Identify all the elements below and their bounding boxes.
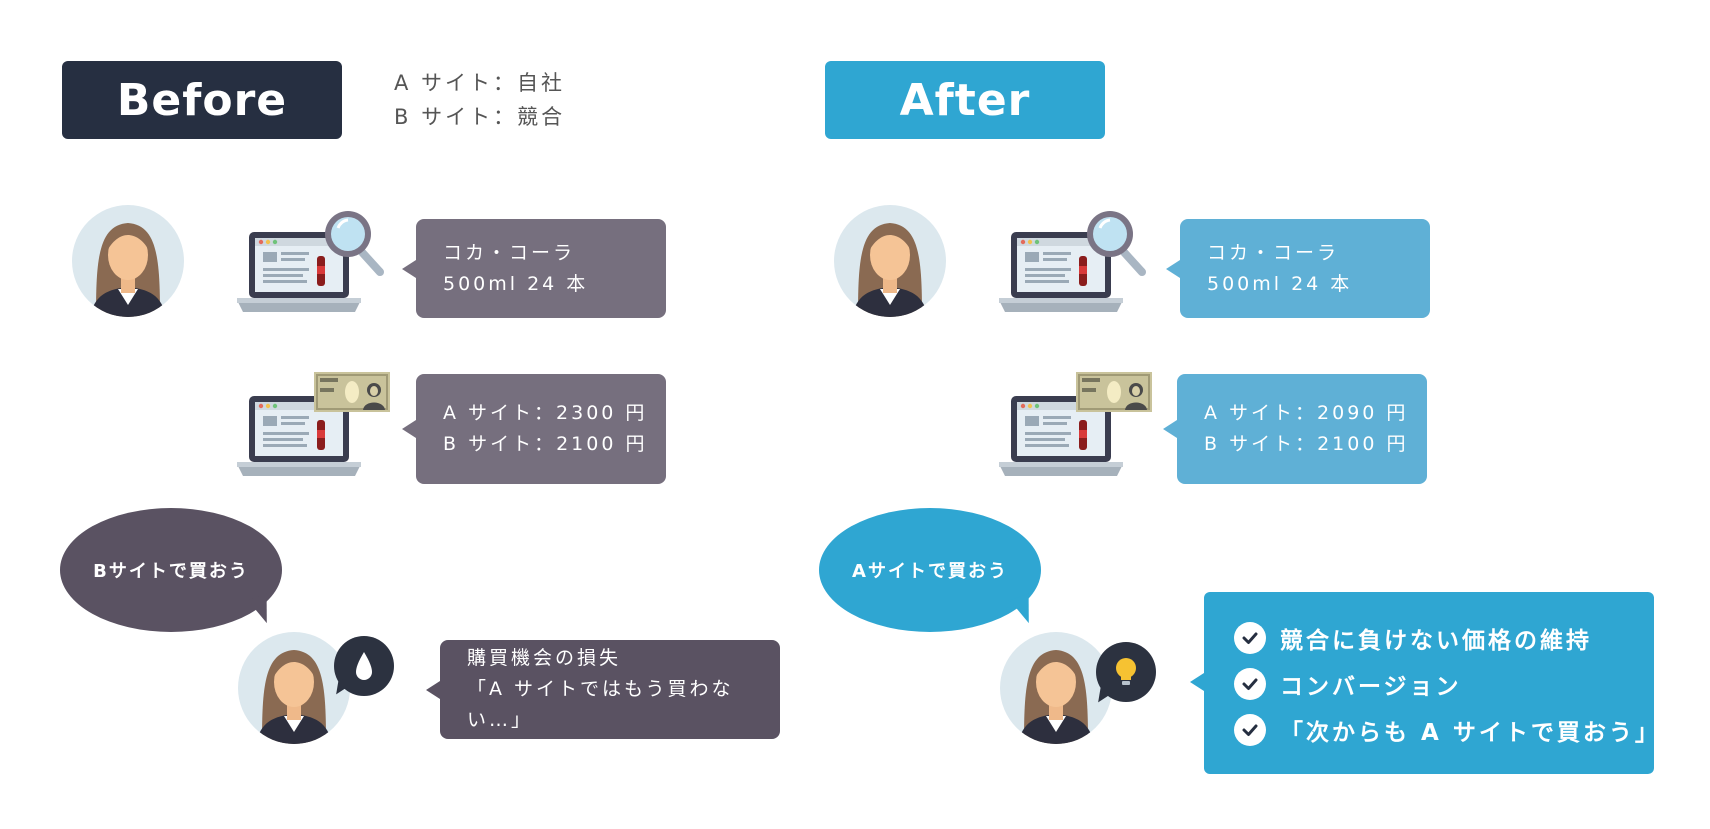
magnifier-icon: [322, 208, 384, 278]
checklist-text: コンバージョン: [1280, 674, 1462, 700]
before-result-box: 購買機会の損失 「A サイトではもう買わない…」: [426, 640, 780, 739]
after-title: After: [899, 74, 1031, 126]
before-title-badge: Before: [62, 61, 342, 139]
result-title: 購買機会の損失: [467, 647, 622, 669]
after-speech-bubble: Aサイトで買おう: [819, 508, 1041, 632]
woman-avatar-icon: [834, 205, 946, 317]
after-speech-text: Aサイトで買おう: [852, 561, 1008, 582]
speech-tail: [1009, 593, 1039, 627]
after-checklist-box: 競合に負けない価格の維持 コンバージョン 「次からも A サイトで買おう」: [1190, 592, 1661, 774]
lightbulb-icon: [1096, 642, 1156, 702]
before-product-box: コカ・コーラ 500ml 24 本: [402, 219, 666, 318]
legend-b: B サイト：競合: [394, 105, 566, 129]
checklist-text: 「次からも A サイトで買おう」: [1280, 720, 1661, 746]
check-icon: [1234, 622, 1266, 654]
price-b: B サイト：2100 円: [443, 433, 648, 455]
before-speech-bubble: Bサイトで買おう: [60, 508, 282, 632]
banknote-icon: [314, 372, 390, 412]
price-b: B サイト：2100 円: [1204, 433, 1409, 455]
site-legend: A サイト：自社 B サイト：競合: [394, 66, 565, 134]
product-name: コカ・コーラ: [1207, 241, 1340, 264]
bulb-glyph: [1116, 658, 1136, 685]
product-name: コカ・コーラ: [443, 241, 576, 264]
woman-avatar-icon: [72, 205, 184, 317]
checklist-item: 「次からも A サイトで買おう」: [1234, 707, 1661, 753]
before-price-box: A サイト：2300 円 B サイト：2100 円: [402, 374, 666, 484]
speech-tail: [247, 593, 277, 627]
legend-a: A サイト：自社: [394, 71, 566, 95]
checklist-item: コンバージョン: [1234, 661, 1654, 707]
before-title: Before: [116, 74, 288, 126]
before-speech-text: Bサイトで買おう: [93, 561, 249, 582]
product-qty: 500ml 24 本: [1207, 272, 1353, 295]
after-product-box: コカ・コーラ 500ml 24 本: [1166, 219, 1430, 318]
sweat-drop-icon: [334, 636, 394, 696]
banknote-icon: [1076, 372, 1152, 412]
price-a: A サイト：2090 円: [1204, 402, 1409, 424]
price-a: A サイト：2300 円: [443, 402, 648, 424]
magnifier-icon: [1084, 208, 1146, 278]
result-quote: 「A サイトではもう買わない…」: [467, 678, 734, 731]
check-icon: [1234, 714, 1266, 746]
check-icon: [1234, 668, 1266, 700]
product-qty: 500ml 24 本: [443, 272, 589, 295]
checklist-text: 競合に負けない価格の維持: [1280, 628, 1592, 654]
after-title-badge: After: [825, 61, 1105, 139]
checklist-item: 競合に負けない価格の維持: [1234, 615, 1654, 661]
drop-glyph: [356, 652, 372, 680]
after-price-box: A サイト：2090 円 B サイト：2100 円: [1163, 374, 1427, 484]
